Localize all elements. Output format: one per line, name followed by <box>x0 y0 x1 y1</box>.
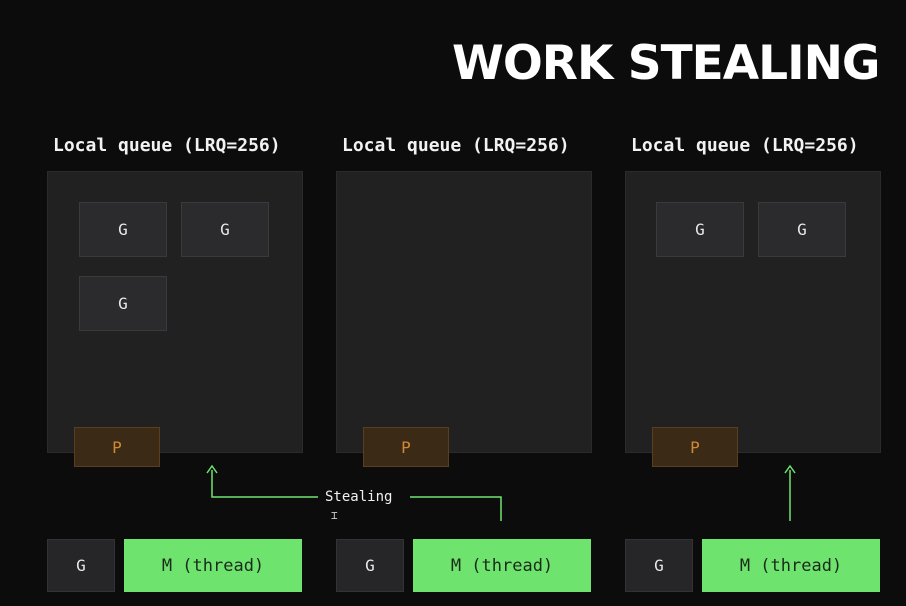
page-title: WORK STEALING <box>452 36 881 91</box>
processor-box: P <box>363 427 449 467</box>
processor-box: P <box>74 427 160 467</box>
global-goroutine-box: G <box>336 539 404 592</box>
thread-box: M (thread) <box>413 539 591 592</box>
queue-label-2: Local queue (LRQ=256) <box>342 135 570 156</box>
stealing-line-right <box>410 496 502 521</box>
global-goroutine-box: G <box>625 539 693 592</box>
arrow-up-icon <box>784 464 796 474</box>
stealing-label: Stealing <box>325 489 393 505</box>
queue-label-1: Local queue (LRQ=256) <box>53 135 281 156</box>
goroutine-box: G <box>758 202 846 257</box>
goroutine-box: G <box>181 202 269 257</box>
processor-box: P <box>652 427 738 467</box>
thread-box: M (thread) <box>124 539 302 592</box>
goroutine-box: G <box>79 202 167 257</box>
arrow-up-icon <box>206 464 218 474</box>
stealing-line-left <box>211 470 318 498</box>
goroutine-box: G <box>79 276 167 331</box>
queue-label-3: Local queue (LRQ=256) <box>631 135 859 156</box>
text-cursor-icon: ⌶ <box>331 509 338 522</box>
local-queue-2 <box>336 171 592 453</box>
global-goroutine-box: G <box>47 539 115 592</box>
thread-box: M (thread) <box>702 539 880 592</box>
goroutine-box: G <box>656 202 744 257</box>
